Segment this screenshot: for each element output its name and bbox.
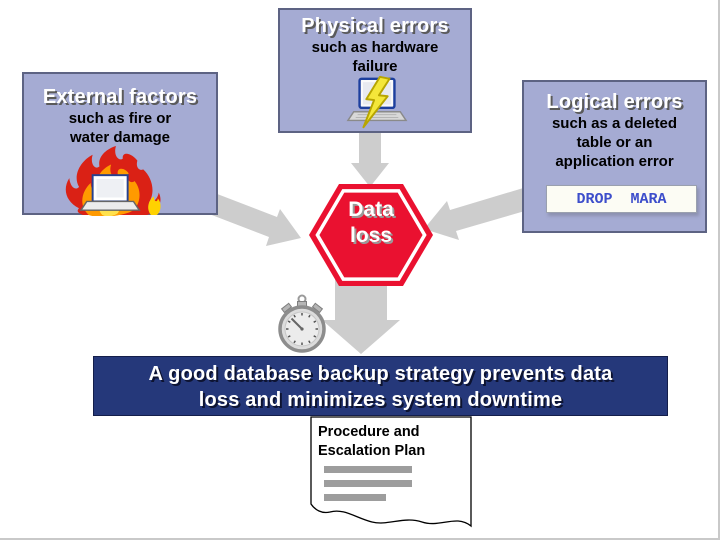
physical-errors-line2: failure xyxy=(352,58,398,75)
procedure-document: Procedure and Escalation Plan xyxy=(310,416,472,538)
logical-errors-line3: application error xyxy=(555,153,674,170)
logical-errors-line1: such as a deleted xyxy=(551,115,678,132)
laptop-lightning-icon xyxy=(346,75,408,129)
physical-errors-line1: such as hardware xyxy=(311,39,439,56)
data-loss-label: Data loss xyxy=(306,197,436,249)
logical-errors-box: Logical errors such as a deleted table o… xyxy=(522,80,707,233)
logical-errors-title: Logical errors xyxy=(546,91,683,113)
external-factors-line2: water damage xyxy=(69,129,171,146)
external-factors-box: External factors such as fire or water d… xyxy=(22,72,218,216)
data-loss-line1: Data xyxy=(348,198,394,221)
stopwatch-icon xyxy=(278,294,326,353)
document-title-line1: Procedure and xyxy=(318,424,420,440)
document-text-bar xyxy=(324,466,412,473)
physical-errors-box: Physical errors such as hardware failure xyxy=(278,8,472,133)
external-factors-line1: such as fire or xyxy=(68,110,172,127)
data-loss-hexagon xyxy=(309,184,433,286)
sql-statement-text: DROP MARA xyxy=(576,190,667,208)
arrow-dataloss-to-banner xyxy=(322,278,400,354)
strategy-banner: A good database backup strategy prevents… xyxy=(93,356,668,416)
document-text-bar xyxy=(324,494,386,501)
arrow-physical-to-dataloss xyxy=(351,133,389,187)
external-factors-title: External factors xyxy=(42,86,198,108)
physical-errors-title: Physical errors xyxy=(301,15,449,37)
sql-statement-inset: DROP MARA xyxy=(546,185,697,213)
banner-line2: loss and minimizes system downtime xyxy=(198,389,563,411)
fire-laptop-icon xyxy=(65,146,161,216)
arrow-external-to-dataloss xyxy=(191,187,301,246)
document-text-bar xyxy=(324,480,412,487)
document-page-icon xyxy=(310,416,472,528)
document-title: Procedure and Escalation Plan xyxy=(318,423,425,461)
banner-line1: A good database backup strategy prevents… xyxy=(148,363,613,385)
data-loss-line2: loss xyxy=(349,224,393,247)
logical-errors-line2: table or an xyxy=(576,134,653,151)
document-title-line2: Escalation Plan xyxy=(318,443,426,459)
